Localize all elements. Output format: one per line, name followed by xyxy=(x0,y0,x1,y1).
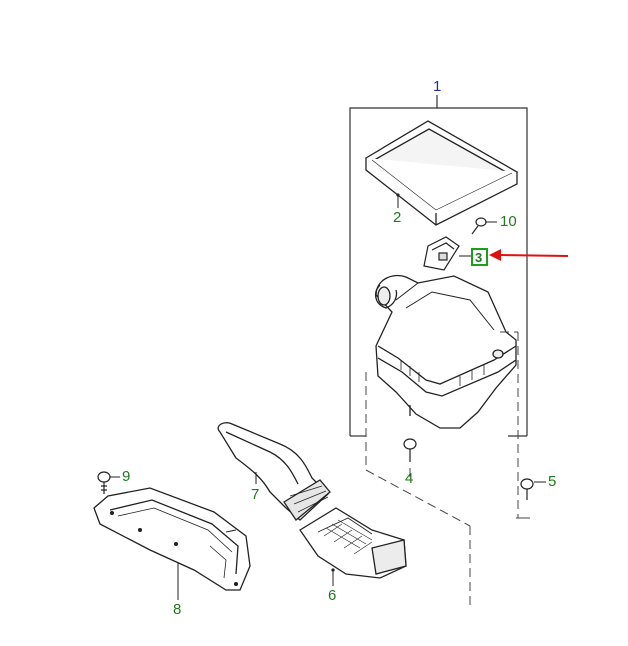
callout-air-filter[interactable]: 2 xyxy=(393,209,402,226)
bolt-right-part[interactable] xyxy=(520,478,534,500)
callout-intake-duct[interactable]: 6 xyxy=(328,587,337,604)
callout-intake-tube[interactable]: 7 xyxy=(251,486,260,503)
callout-bolt-right[interactable]: 5 xyxy=(548,473,557,490)
phantom-lines xyxy=(365,331,519,608)
screw-part[interactable] xyxy=(471,217,487,235)
intake-tube[interactable] xyxy=(217,422,331,521)
callout-screw[interactable]: 10 xyxy=(500,213,517,230)
bolt-left-part[interactable] xyxy=(97,471,111,494)
air-cleaner-housing[interactable] xyxy=(375,274,517,429)
callout-air-deflector[interactable]: 8 xyxy=(173,601,182,618)
sensor-part[interactable] xyxy=(423,236,460,271)
air-filter-element[interactable] xyxy=(364,120,519,226)
callout-part-3[interactable]: 3 xyxy=(475,250,483,265)
air-deflector[interactable] xyxy=(93,487,251,591)
grommet-part[interactable] xyxy=(403,438,417,462)
callout-bolt-left[interactable]: 9 xyxy=(122,468,131,485)
callout-assembly[interactable]: 1 xyxy=(433,78,442,95)
callout-grommet[interactable]: 4 xyxy=(405,470,414,487)
highlight-box[interactable]: 3 xyxy=(471,248,488,266)
intake-duct[interactable] xyxy=(299,507,407,579)
red-pointer-arrow xyxy=(489,249,569,261)
